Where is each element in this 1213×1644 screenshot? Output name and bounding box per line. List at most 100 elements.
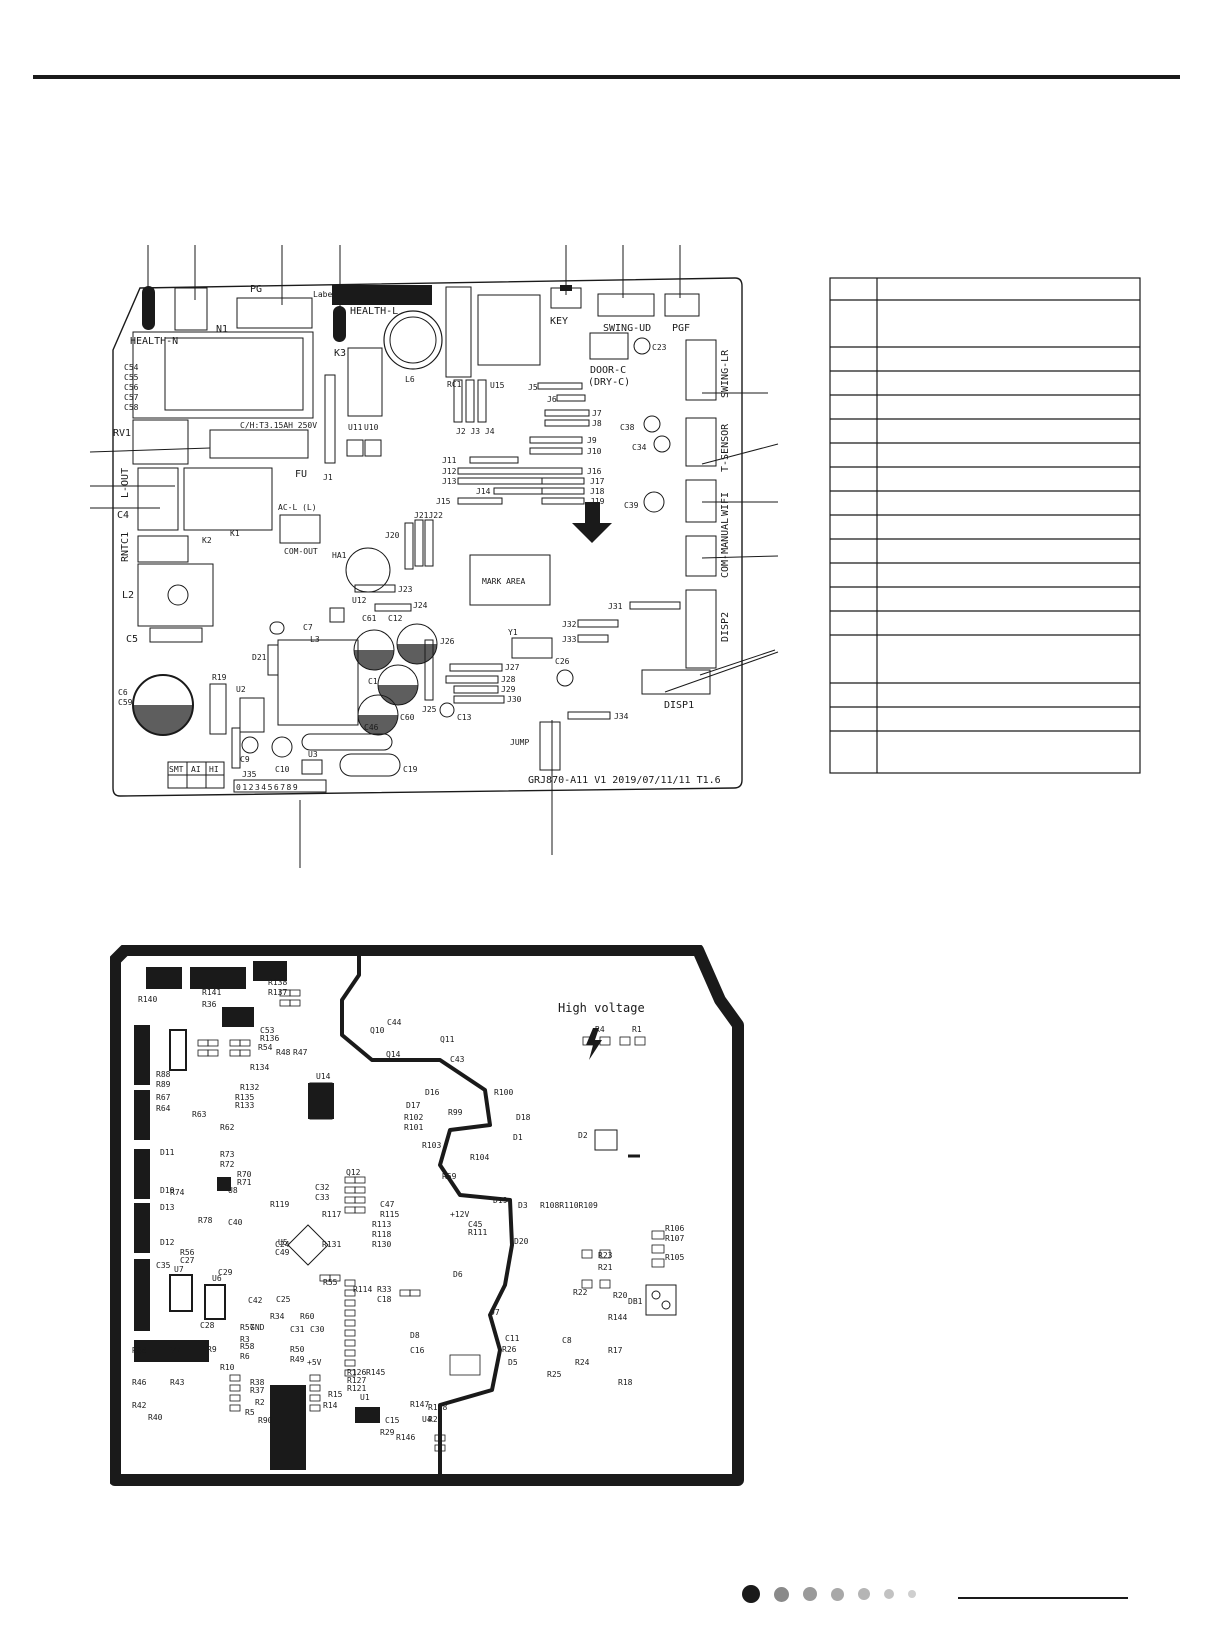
label-u1: U1 (360, 1393, 370, 1402)
fuse-holder (209, 429, 309, 459)
label-c18: C18 (377, 1295, 392, 1304)
label-j8: J8 (592, 419, 602, 428)
label-d5: D5 (508, 1358, 518, 1367)
l2-choke (137, 563, 214, 627)
label-r25: R25 (547, 1370, 562, 1379)
label-r47: R47 (293, 1048, 308, 1057)
label-q10: Q10 (370, 1026, 385, 1035)
label-r54: R54 (258, 1043, 273, 1052)
label-j10: J10 (587, 447, 602, 456)
label-u6: U6 (212, 1274, 222, 1283)
label-r89: R89 (156, 1080, 171, 1089)
label-r24: R24 (575, 1358, 590, 1367)
health-l-connector (333, 306, 346, 342)
label-r130: R130 (372, 1240, 391, 1249)
label-r100: R100 (494, 1088, 513, 1097)
label-r115: R115 (380, 1210, 399, 1219)
db1-bridge (645, 1284, 677, 1316)
pcb-bottom-outline (110, 945, 744, 1486)
label-c42: C42 (248, 1296, 263, 1305)
label-door-c: DOOR-C (590, 365, 626, 376)
label-r42: R42 (132, 1401, 147, 1410)
label-smt: SMT (169, 765, 184, 774)
label-c10: C10 (275, 765, 290, 774)
label-r145: R145 (366, 1368, 385, 1377)
label-area-block (332, 285, 432, 305)
label-j13: J13 (442, 477, 457, 486)
label-hi: HI (209, 765, 219, 774)
label-r6: R6 (240, 1352, 250, 1361)
label-c46: C46 (364, 723, 379, 732)
pagination-dot (908, 1590, 916, 1598)
label-r60: R60 (300, 1312, 315, 1321)
label-j31: J31 (608, 602, 623, 611)
jump-connector (539, 721, 561, 771)
label-r4: R4 (595, 1025, 605, 1034)
bottom-dark-pads (134, 961, 380, 1470)
label-k2: K2 (202, 536, 212, 545)
door-c-connector (589, 332, 629, 360)
label-r111: R111 (468, 1228, 487, 1237)
label-board-id: GRJ870-A11 V1 2019/07/11/11 T1.6 (528, 775, 721, 786)
label-q8: Q8 (137, 1346, 147, 1355)
header-rule (33, 75, 1180, 79)
c39-capacitor (643, 491, 665, 513)
label-c27: C27 (180, 1256, 195, 1265)
label-c43: C43 (450, 1055, 465, 1064)
label-l-out: L-OUT (120, 468, 131, 498)
label-high-voltage: High voltage (558, 1001, 645, 1015)
label-u14: U14 (316, 1072, 331, 1081)
label-r33: R33 (377, 1285, 392, 1294)
label-r56: R56 (180, 1248, 195, 1257)
high-voltage-boundary (340, 950, 514, 1480)
label-j7: J7 (592, 409, 602, 418)
label-c39: C39 (624, 501, 639, 510)
label-j21j22: J21J22 (414, 511, 443, 520)
label-j16: J16 (587, 467, 602, 476)
label-j6: J6 (547, 395, 557, 404)
label-c16: C16 (410, 1346, 425, 1355)
label-r135: R135 (235, 1093, 254, 1102)
label-r114: R114 (353, 1285, 372, 1294)
label-wifi: WIFI (720, 492, 731, 516)
mark-area-box (469, 554, 551, 606)
pagination-dot (803, 1587, 817, 1601)
smt-ai-hi-marks (167, 761, 225, 789)
label-swing-ud: SWING-UD (603, 323, 651, 334)
label-r18: R18 (618, 1378, 633, 1387)
label-c30: C30 (310, 1325, 325, 1334)
label-com-manual: COM-MANUAL (720, 518, 731, 578)
label-j29: J29 (501, 685, 516, 694)
relay-k2 (183, 467, 273, 531)
label-ai: AI (191, 765, 201, 774)
label-digits: 0123456789 (236, 783, 299, 792)
label-d10: D10 (160, 1186, 175, 1195)
label-r1: R1 (632, 1025, 642, 1034)
label-health-n: HEALTH-N (130, 336, 178, 347)
label-c12: C12 (388, 614, 403, 623)
label-c7: C7 (303, 623, 313, 632)
label-r23: R23 (598, 1251, 613, 1260)
label-r148: R148 (428, 1403, 447, 1412)
label-u5: U5 (278, 1238, 288, 1247)
label-r138: R138 (268, 978, 287, 987)
label-d12: D12 (160, 1238, 175, 1247)
label-r70: R70 (237, 1170, 252, 1179)
label-r147: R147 (410, 1400, 429, 1409)
label-r34: R34 (270, 1312, 285, 1321)
label-r29: R29 (380, 1428, 395, 1437)
label-swing-lr: SWING-LR (720, 349, 731, 398)
label-r127: R127 (347, 1376, 366, 1385)
label-c44: C44 (387, 1018, 402, 1027)
lightning-icon (586, 1028, 602, 1060)
label-d3: D3 (518, 1201, 528, 1210)
label-gnd: GND (250, 1323, 265, 1332)
label-r103: R103 (422, 1141, 441, 1150)
label-l2: L2 (122, 590, 134, 601)
label-c38: C38 (620, 423, 635, 432)
label-d2: D2 (578, 1131, 588, 1140)
label-r105: R105 (665, 1253, 684, 1262)
label-c45: C45 (468, 1220, 483, 1229)
label-c1: C1 (368, 677, 378, 686)
label-r107: R107 (665, 1234, 684, 1243)
